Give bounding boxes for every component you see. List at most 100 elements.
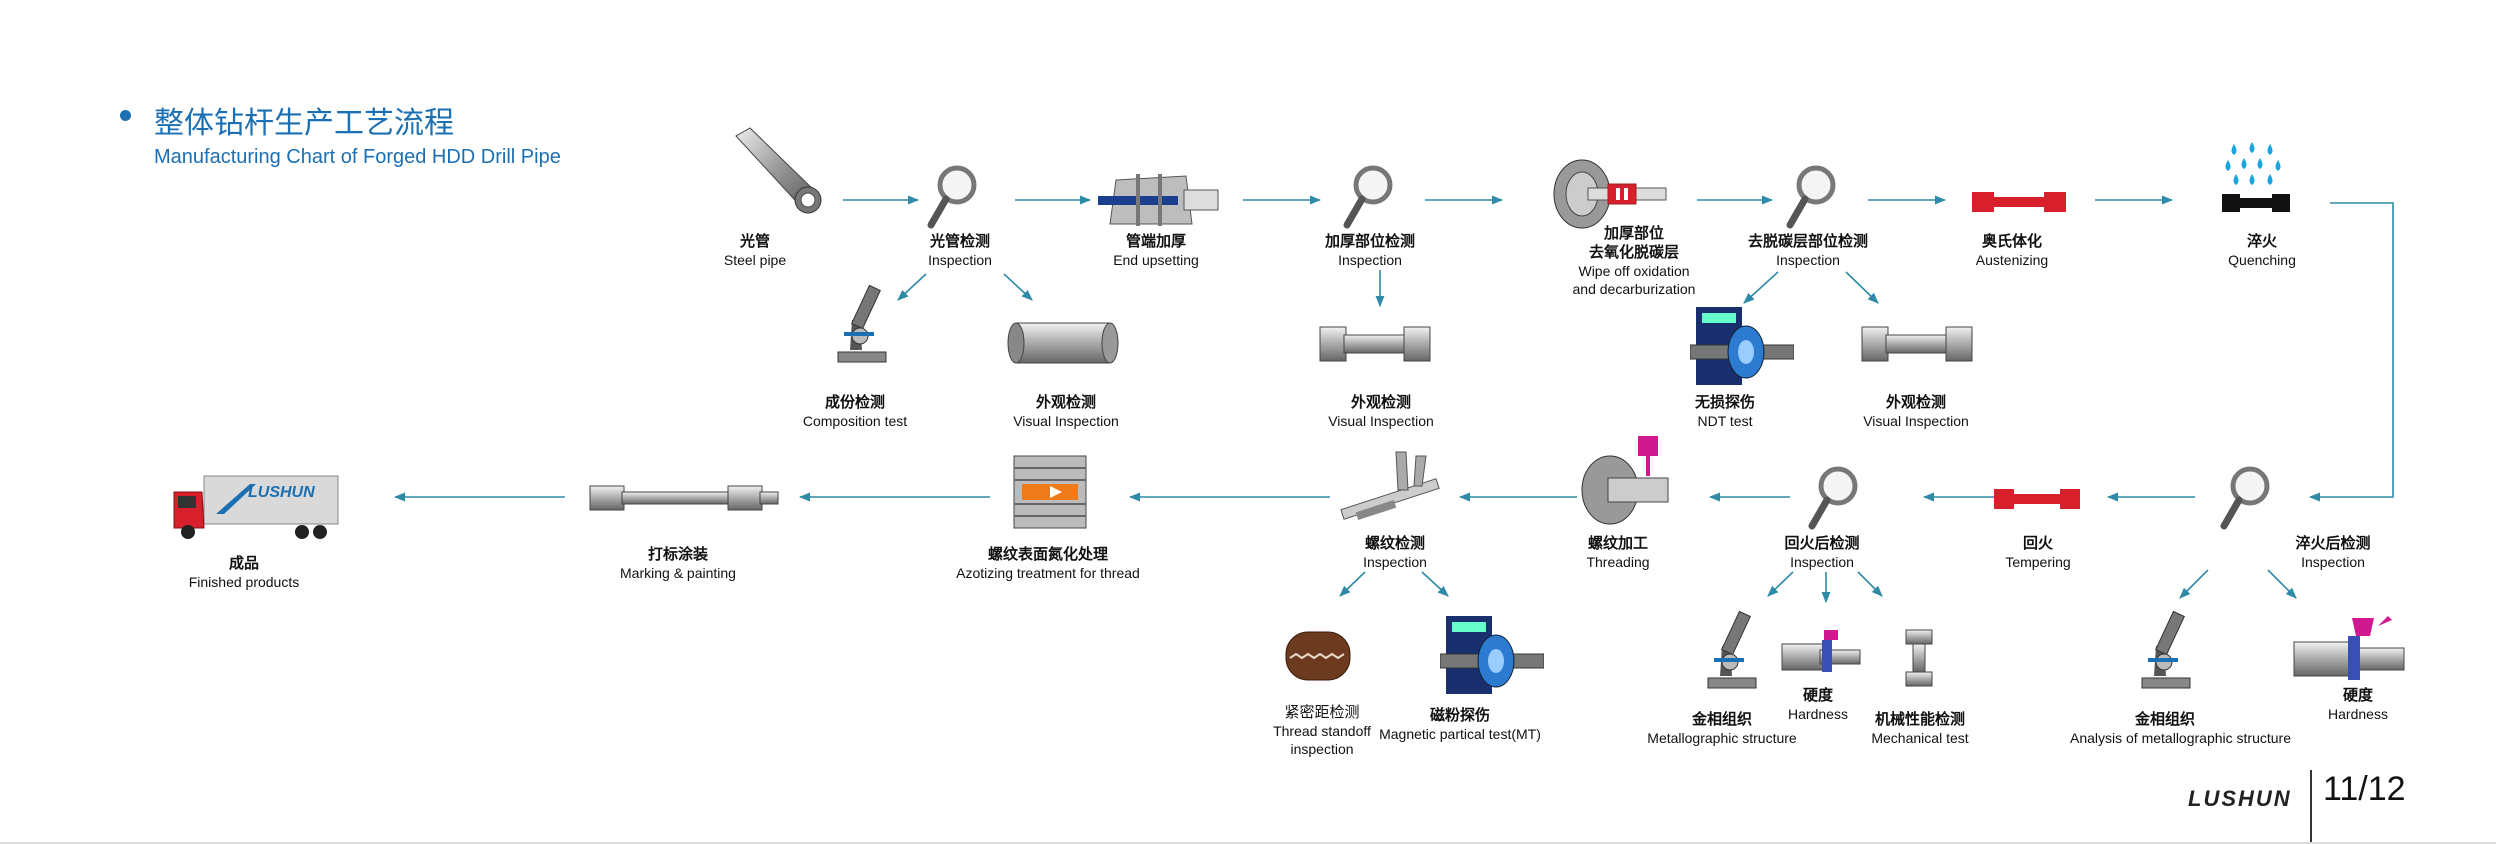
step-marking-painting: 打标涂装 Marking & painting [583,545,773,582]
step-label-cn: 去脱碳层部位检测 [1747,232,1868,250]
step-hardness-2: 硬度 Hardness [2263,686,2453,723]
step-label-en: Visual Inspection [1013,413,1119,429]
step-label-cn: 成品 [228,554,259,572]
step-label-en: Inspection [1363,554,1427,570]
arrow [2179,569,2209,599]
step-quenched-inspection: 淬火后检测 Inspection [2238,534,2428,571]
drill-pipe-icon [1861,326,1973,362]
step-label-en: Mechanical test [1871,730,1969,746]
step-mechanical-test: 机械性能检测 Mechanical test [1825,710,2015,747]
arrow [1743,271,1779,304]
step-azotizing: 螺纹表面氮化处理 Azotizing treatment for thread [953,545,1143,582]
arrow [1767,571,1794,597]
magnifier-icon [1343,165,1393,229]
pipe-section-icon [1007,322,1119,364]
truck-shape [173,475,339,539]
step-hardness-1: 硬度 Hardness [1723,686,1913,723]
step-magnetic-test: 磁粉探伤 Magnetic partical test(MT) [1365,706,1555,743]
step-label-en: Inspection [1776,252,1840,268]
step-label-en: Inspection [2301,554,2365,570]
step-visual-inspection-2: 外观检测 Visual Inspection [1286,393,1476,430]
magnifier-icon [927,165,977,229]
page-title: 整体钻杆生产工艺流程 [154,106,454,141]
step-label-cn: 淬火 [2246,232,2277,250]
step-label-en: Inspection [1790,554,1854,570]
step-label-cn: 成份检测 [824,393,885,411]
footer-divider [2310,770,2312,844]
truck-logo-text: LUSHUN [248,484,315,501]
step-label-cn: 外观检测 [1035,393,1096,411]
threading-machine-icon [1581,436,1669,525]
step-label-cn: 打标涂装 [647,545,708,563]
step-label-cn: 管端加厚 [1125,232,1186,250]
step-visual-inspection-3: 外观检测 Visual Inspection [1821,393,2011,430]
step-label-cn: 机械性能检测 [1874,710,1965,728]
step-label-en: Wipe off oxidation [1578,263,1690,279]
step-label-en: Hardness [2328,706,2388,722]
step-label-en: Steel pipe [723,252,787,268]
upsetting-machine-icon [1098,174,1219,226]
step-label-en: Austenizing [1975,252,2049,268]
step-metallographic-1: 金相组织 Metallographic structure [1627,710,1817,747]
step-label-en: Hardness [1788,706,1848,722]
grinding-wheel-icon [1553,159,1667,229]
step-thread-inspection: 螺纹检测 Inspection [1300,534,1490,571]
step-label-cn: 光管检测 [929,232,990,250]
arrow [2267,569,2297,599]
step-label-cn: 金相组织 [1691,710,1752,728]
step-label-cn: 奥氏体化 [1981,232,2042,250]
step-label-cn: 回火后检测 [1784,534,1860,552]
step-threading: 螺纹加工 Threading [1523,534,1713,571]
ndt-machine-icon [1440,616,1544,694]
arrow [2308,202,2394,502]
step-label-en: Metallographic structure [1647,730,1797,746]
brand-logo: LUSHUN [2188,786,2292,811]
step-end-upsetting: 管端加厚 End upsetting [1061,232,1251,269]
step-label-en: Inspection [928,252,992,268]
step-label-cn: 无损探伤 [1694,393,1755,411]
step-label-cn: 磁粉探伤 [1429,706,1490,724]
step-label-cn: 外观检测 [1885,393,1946,411]
step-label-cn: 淬火后检测 [2295,534,2371,552]
step-label-cn: 光管 [739,232,770,250]
step-label-en: End upsetting [1113,252,1199,268]
marked-pipe-icon [589,485,779,511]
step-label-cn: 螺纹检测 [1364,534,1425,552]
step-label-en: Magnetic partical test(MT) [1379,726,1541,742]
step-label-en: Azotizing treatment for thread [956,565,1140,581]
drill-pipe-icon [1319,326,1431,362]
step-label-en: Marking & painting [620,565,736,581]
step-label-cn: 螺纹表面氮化处理 [987,545,1108,563]
step-label-cn: 金相组织 [2134,710,2195,728]
step-label-en: Analysis of metallographic structure [2070,730,2291,746]
page-subtitle: Manufacturing Chart of Forged HDD Drill … [154,146,561,168]
microscope-icon [2141,610,2191,689]
page-number: 11/12 [2323,770,2406,808]
step-thread-standoff: 紧密距检测 Thread standoff inspection [1227,703,1417,758]
step-composition-test: 成份检测 Composition test [760,393,950,430]
step-label-cn: 去氧化脱碳层 [1588,243,1679,261]
caliper-icon [1340,451,1440,520]
microscope-icon [837,284,887,363]
step-quenching: 淬火 Quenching [2167,232,2357,269]
step-metallographic-2: 金相组织 Analysis of metallographic structur… [2070,710,2291,747]
step-label-en: Visual Inspection [1863,413,1969,429]
step-label-en: NDT test [1697,413,1753,429]
step-label-en: Visual Inspection [1328,413,1434,429]
step-upset-inspection: 加厚部位检测 Inspection [1275,232,1465,269]
step-label-en: Finished products [188,574,300,590]
arrow [1421,571,1449,597]
ndt-machine-icon [1690,307,1794,385]
tensile-specimen-icon [1905,629,1933,687]
furnace-icon [1013,455,1087,529]
step-label-cn: 硬度 [1802,686,1833,704]
step-label-en: Tempering [2005,554,2071,570]
step-tempering: 回火 Tempering [1943,534,2133,571]
step-finished-products: 成品 Finished products [149,554,339,591]
step-decarb-inspection: 去脱碳层部位检测 Inspection [1713,232,1903,269]
step-visual-inspection-1: 外观检测 Visual Inspection [971,393,1161,430]
step-label-en: Quenching [2228,252,2296,268]
step-label-en: inspection [1290,741,1354,757]
step-label-cn: 加厚部位检测 [1324,232,1415,250]
